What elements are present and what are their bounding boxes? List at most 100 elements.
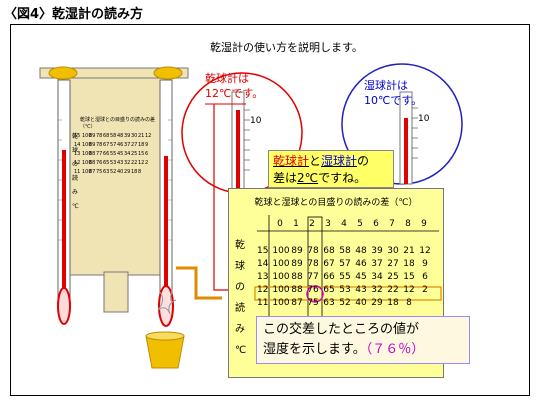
table-cell: 76	[307, 285, 319, 295]
mini-table-cell: 52	[110, 169, 117, 175]
mini-table-cell: 39	[124, 133, 131, 139]
stand-post	[103, 271, 129, 313]
diff-header: 1	[293, 219, 299, 229]
side-label-char: 乾	[235, 240, 245, 251]
mini-table-cell: 45	[117, 151, 124, 157]
table-cell: 8	[406, 298, 412, 308]
mini-table-cell: 34	[124, 151, 131, 157]
diff-header: 2	[309, 219, 315, 229]
table-cell: 27	[387, 259, 399, 269]
table-cell: 32	[371, 285, 383, 295]
mini-table-cell: 12	[145, 133, 152, 139]
mini-table-cell: 6	[145, 151, 149, 157]
mini-side-label-char: 乾	[72, 133, 79, 140]
side-label-char: 読	[235, 303, 245, 314]
table-cell: 46	[355, 259, 367, 269]
table-cell: 68	[323, 246, 335, 256]
mini-table-cell: 32	[124, 160, 131, 166]
callout-line2: 差は2℃ですね。	[273, 170, 389, 187]
right-cap	[153, 66, 183, 80]
mini-table-cell: 12	[138, 160, 145, 166]
mini-table-cell: 100	[82, 133, 92, 139]
mini-table-cell: 76	[96, 160, 103, 166]
mini-table-cell: 78	[96, 142, 103, 148]
mini-side-label-char: の	[72, 161, 79, 168]
wet-scale-tick-10: 10	[418, 114, 430, 124]
table-cell: 40	[355, 298, 367, 308]
wet-reading-line2: 10℃です。	[364, 94, 423, 107]
bubble-line2-text: 湿度を示します。	[263, 342, 366, 357]
mini-table-cell: 66	[103, 151, 110, 157]
mini-row-temperature: 14	[74, 142, 81, 148]
mini-table-cell: 77	[96, 151, 103, 157]
side-label-char: 球	[235, 261, 245, 272]
mini-side-label-char: ℃	[72, 203, 79, 210]
table-cell: 9	[422, 259, 428, 269]
table-cell: 100	[272, 272, 290, 282]
mini-row-temperature: 12	[74, 160, 81, 166]
table-cell: 78	[307, 259, 319, 269]
mini-table-cell: 87	[89, 169, 96, 175]
mini-table-cell: 37	[124, 142, 131, 148]
dry-reading-label: 乾球計は 12℃です。	[205, 71, 263, 101]
mini-row-temperature: 11	[74, 169, 81, 175]
mini-table-cell: 22	[131, 160, 138, 166]
mini-table-cell: 40	[117, 169, 124, 175]
mini-table-cell: 75	[96, 169, 103, 175]
table-cell: 12	[419, 246, 431, 256]
mini-table-cell: 30	[131, 133, 138, 139]
row-temperature: 14	[257, 259, 269, 269]
explanation-bubble: この交差したところの値が 湿度を示します。（７６％）	[256, 316, 470, 364]
mini-table-cell: 89	[89, 133, 96, 139]
diff-header: 5	[357, 219, 363, 229]
bubble-line1: この交差したところの値が	[263, 322, 420, 337]
left-cap	[48, 66, 78, 80]
mini-side-label-char: 読	[72, 175, 79, 182]
top-bar	[39, 67, 189, 79]
table-cell: 18	[387, 298, 399, 308]
side-label-char: み	[235, 324, 245, 335]
wick	[157, 289, 177, 315]
callout-wet-word: 湿球計	[321, 154, 358, 168]
table-cell: 58	[339, 246, 351, 256]
table-cell: 37	[371, 259, 383, 269]
table-cell: 48	[355, 246, 367, 256]
mini-table-cell: 25	[131, 151, 138, 157]
table-cell: 21	[403, 246, 415, 256]
table-cell: 52	[339, 298, 351, 308]
table-cell: 65	[323, 285, 335, 295]
diff-header: 0	[277, 219, 283, 229]
callout-diff-a: 差は	[273, 171, 298, 185]
bubble-line2: 湿度を示します。（７６％）	[263, 340, 463, 360]
wet-reading-label: 湿球計は 10℃です。	[364, 78, 422, 108]
mini-table-cell: 46	[117, 142, 124, 148]
mini-table-cell: 67	[103, 142, 110, 148]
callout-dry-word: 乾球計	[273, 154, 310, 168]
table-cell: 30	[387, 246, 399, 256]
mini-table-cell: 100	[82, 151, 92, 157]
mini-table-cell: 55	[110, 151, 117, 157]
diff-header: 3	[325, 219, 331, 229]
mini-side-label-char: み	[72, 189, 79, 196]
table-cell: 87	[291, 298, 303, 308]
table-cell: 100	[272, 298, 290, 308]
mini-table-cell: 18	[131, 169, 138, 175]
wet-reading-line1: 湿球計は	[364, 79, 408, 92]
orange-connector	[176, 266, 222, 300]
mini-table-cell: 29	[124, 169, 131, 175]
table-cell: 45	[355, 272, 367, 282]
table-cell: 100	[272, 246, 290, 256]
mini-table-cell: 100	[82, 169, 92, 175]
mini-table-cell: 21	[138, 133, 145, 139]
mini-table-cell: 48	[117, 133, 124, 139]
diff-header: 8	[405, 219, 411, 229]
callout-to: と	[309, 154, 322, 168]
mini-table-cell: 57	[110, 142, 117, 148]
humidity-table-grid	[254, 215, 442, 346]
water-cup	[145, 335, 185, 369]
